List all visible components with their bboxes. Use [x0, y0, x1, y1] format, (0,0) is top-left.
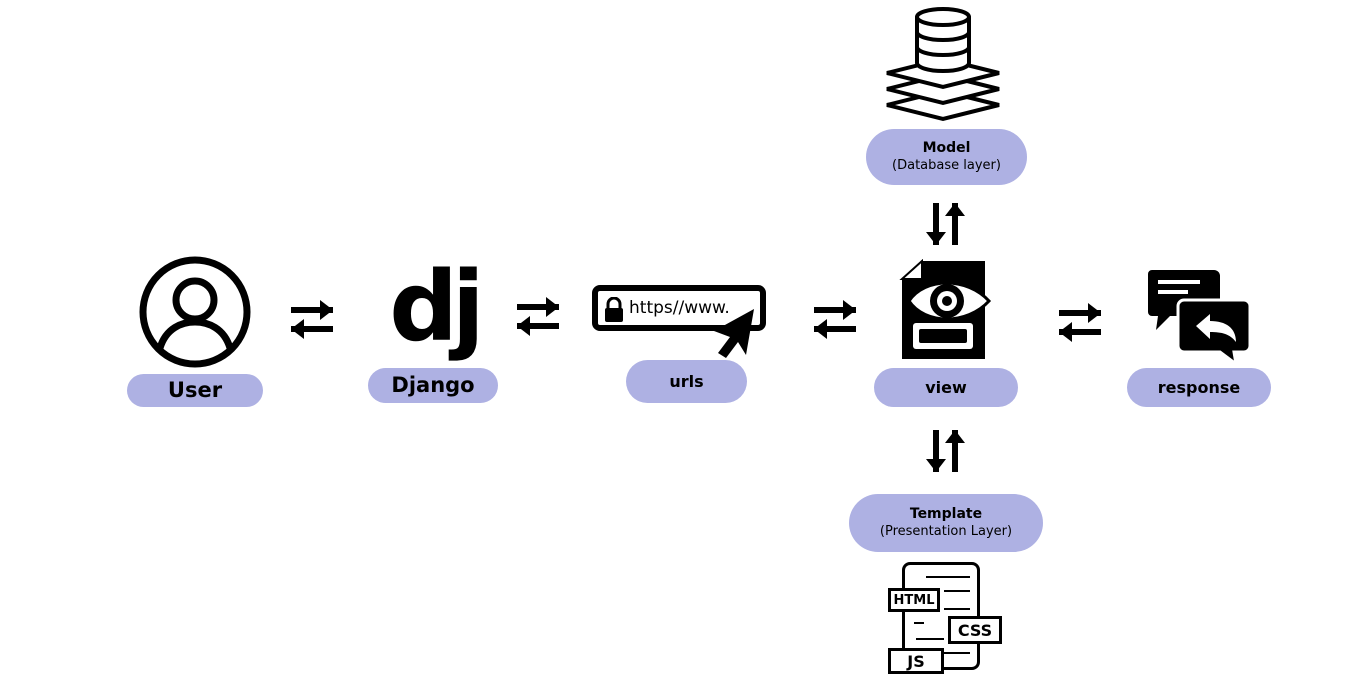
django-label-pill: Django — [368, 368, 498, 403]
django-logo: dj — [384, 248, 485, 366]
chat-reply-icon — [1148, 270, 1252, 366]
urls-label: urls — [669, 371, 704, 391]
model-label: Model — [922, 140, 971, 157]
url-text: https//www. — [629, 298, 730, 318]
model-label-pill: Model (Database layer) — [866, 129, 1027, 185]
template-label-pill: Template (Presentation Layer) — [849, 494, 1043, 552]
user-circle-icon — [139, 256, 251, 368]
view-label: view — [925, 377, 967, 397]
document-line — [916, 638, 944, 640]
document-line — [944, 652, 970, 654]
bidirectional-arrow-icon — [291, 300, 333, 339]
user-label-pill: User — [127, 374, 263, 407]
document-line — [926, 576, 970, 578]
document-line — [914, 622, 924, 624]
bidirectional-arrow-icon — [814, 300, 856, 339]
browser-url-bar-icon: https//www. — [592, 285, 782, 360]
template-sublabel: (Presentation Layer) — [879, 523, 1013, 539]
django-label: Django — [391, 373, 475, 398]
model-sublabel: (Database layer) — [892, 157, 1001, 173]
document-line — [944, 608, 970, 610]
response-label-pill: response — [1127, 368, 1271, 407]
document-line — [944, 590, 970, 592]
bidirectional-arrow-icon — [926, 203, 965, 245]
code-files-icon: HTML CSS JS — [886, 562, 1006, 676]
css-tag: CSS — [948, 616, 1002, 644]
template-label: Template — [909, 506, 983, 523]
html-tag: HTML — [888, 588, 940, 612]
user-label: User — [167, 378, 223, 403]
view-label-pill: view — [874, 368, 1018, 407]
bidirectional-arrow-icon — [1059, 303, 1101, 342]
document-eye-icon — [899, 259, 992, 359]
urls-label-pill: urls — [626, 360, 747, 403]
bidirectional-arrow-icon — [926, 430, 965, 472]
js-tag: JS — [888, 648, 944, 674]
lock-icon — [605, 297, 623, 322]
bidirectional-arrow-icon — [517, 297, 559, 336]
response-label: response — [1157, 377, 1241, 397]
database-icon — [886, 7, 1000, 122]
cursor-arrow-icon — [714, 309, 754, 358]
django-logo-text: dj — [389, 251, 485, 363]
